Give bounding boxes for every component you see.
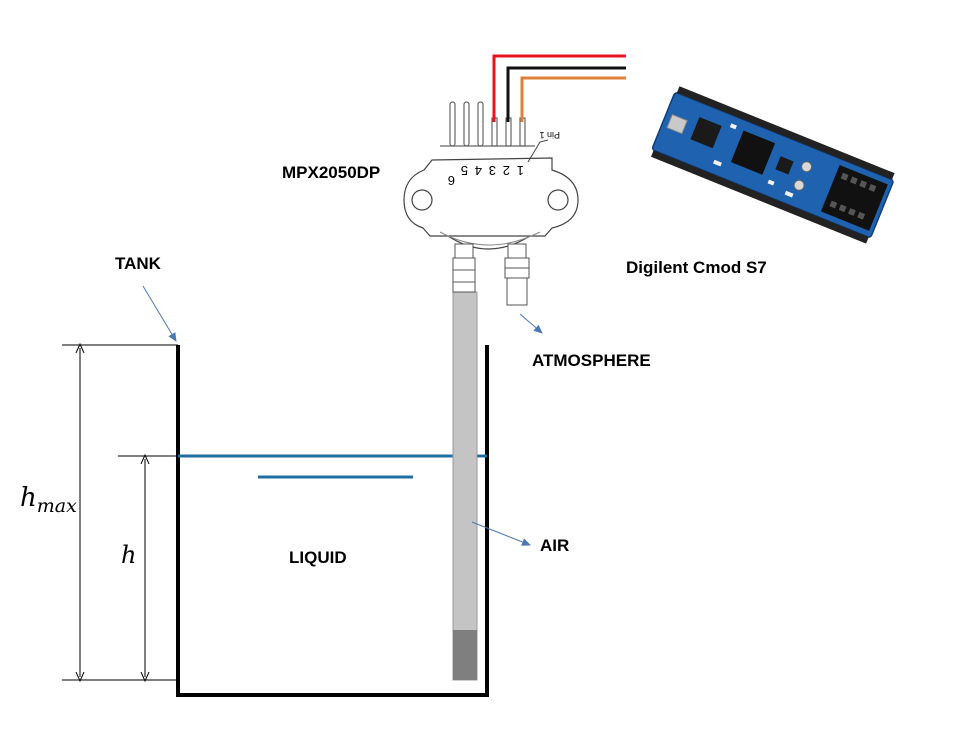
air-tube	[452, 291, 478, 681]
atmosphere-label: ATMOSPHERE	[532, 351, 651, 370]
pin-number-2: 2	[503, 163, 510, 178]
tank	[176, 345, 489, 697]
header-top	[676, 86, 895, 180]
atmosphere-arrow	[519, 313, 543, 334]
wires	[492, 54, 626, 122]
button-1	[801, 161, 813, 173]
air-arrow	[471, 521, 531, 546]
hmax-label: hmax	[20, 483, 77, 517]
chip-small	[690, 116, 722, 149]
hmax-base: h	[20, 483, 37, 513]
tube-body	[452, 291, 478, 681]
pin-numbers: 1 2 3 4 5 6 Pin 1	[448, 130, 560, 188]
h-label: h	[121, 541, 136, 569]
sensor-ports	[452, 243, 530, 306]
header-bottom	[651, 150, 869, 244]
pin-number-4: 4	[475, 163, 482, 178]
pin-number-5: 5	[461, 163, 468, 178]
cmod-s7-board	[651, 86, 895, 244]
pmod-connector	[820, 164, 888, 231]
annotation-arrows	[142, 285, 543, 546]
tube-bottom	[453, 630, 477, 680]
fpga-chip	[730, 130, 776, 175]
air-label: AIR	[540, 536, 569, 555]
tank-label: TANK	[115, 254, 162, 273]
dimension-lines	[62, 345, 178, 680]
wire-red	[492, 54, 626, 122]
button-2	[793, 179, 805, 191]
sensor-pins	[440, 101, 535, 147]
hmax-subscript: max	[37, 495, 77, 517]
mount-hole-right	[547, 189, 569, 211]
pressure-sensor: 1 2 3 4 5 6 Pin 1	[403, 101, 579, 306]
wire-orange	[520, 76, 626, 122]
wire-black	[506, 66, 626, 122]
pin-number-3: 3	[489, 163, 496, 178]
tank-walls	[176, 345, 489, 697]
pin-number-1: 1	[517, 163, 524, 178]
board-label: Digilent Cmod S7	[626, 258, 767, 277]
pin-number-6: 6	[448, 173, 455, 188]
usb-connector	[666, 113, 688, 135]
sensor-label: MPX2050DP	[282, 163, 380, 182]
pin1-label: Pin 1	[539, 130, 560, 140]
tank-arrow	[142, 285, 177, 342]
mount-hole-left	[411, 189, 433, 211]
liquid-label: LIQUID	[289, 548, 347, 567]
sensor-body	[403, 157, 579, 237]
